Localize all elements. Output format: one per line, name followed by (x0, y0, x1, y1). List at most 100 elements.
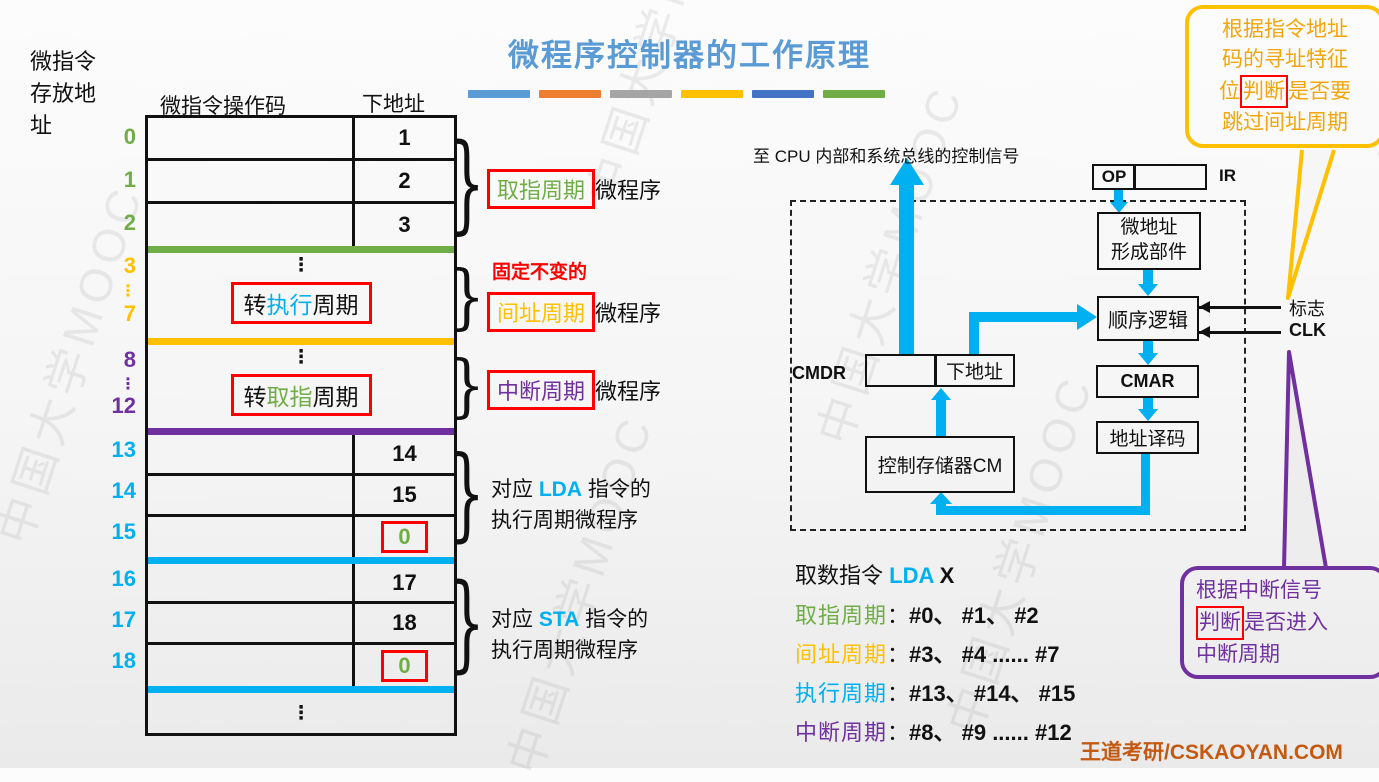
next-addr-cell: 1 (352, 118, 454, 158)
ir-label: IR (1219, 166, 1236, 185)
table-row: 2 (148, 161, 454, 204)
colon: ： (887, 603, 910, 628)
brace-fetch: } (449, 122, 485, 246)
cmar-box: CMAR (1096, 365, 1199, 398)
addr-14: 14 (111, 478, 136, 503)
flag-label: 标志 (1289, 299, 1325, 319)
table-row: 3 (148, 204, 454, 246)
brace-indirect: } (449, 256, 485, 338)
example-row-interrupt: 中断周期：#8、 #9 ...... #12 (795, 715, 1075, 747)
cycle-values: #8、 #9 ...... #12 (909, 720, 1072, 745)
op-field-box: OP (1092, 164, 1136, 190)
cmdr-op-cell (865, 354, 937, 387)
addr-dots: ⋮ (120, 376, 136, 393)
sta-label-line2: 执行周期微程序 (491, 639, 638, 662)
next-addr-cell: 0 (352, 645, 454, 686)
op-arrow-shaft (1114, 190, 1123, 203)
nextaddr-up-shaft (969, 312, 979, 354)
bubble-line: 是否进入 (1244, 610, 1328, 634)
microprogram-text: 微程序 (595, 379, 662, 404)
ellipsis: ⋮ (291, 702, 311, 724)
colon: ： (887, 720, 910, 745)
opcode-cell (148, 476, 352, 514)
lda-example-block: 取数指令 LDA X 取指周期：#0、 #1、 #2 间址周期：#3、 #4 .… (795, 558, 1075, 747)
opcode-cell (148, 118, 352, 158)
cpu-arrow-head (890, 158, 924, 185)
addr-17: 17 (111, 607, 136, 632)
sequence-logic-box: 顺序逻辑 (1097, 296, 1199, 341)
bubble-line: 中断周期 (1196, 642, 1280, 666)
microinstruction-memory-table: 1 2 3 ⋮ 转执行周期 ⋮ 转取指周期 14 15 0 17 18 0 (145, 115, 457, 736)
next-addr-value: 15 (392, 482, 417, 507)
more-rows-section: ⋮ (148, 693, 454, 733)
table-row: 18 (148, 604, 454, 645)
addr-18: 18 (111, 648, 136, 673)
accent-bar (610, 90, 672, 98)
opcode-cell (148, 564, 352, 601)
next-addr-value: 1 (398, 125, 411, 150)
judge-boxed-word: 判断 (1196, 605, 1244, 640)
jump-to-fetch-box: 转取指周期 (230, 374, 372, 416)
addr-8: 8 (123, 347, 136, 372)
table-row: 1 (148, 118, 454, 161)
next-addr-cell: 18 (352, 604, 454, 642)
next-addr-cell: 17 (352, 564, 454, 601)
lda-keyword: LDA (538, 478, 583, 501)
brace-interrupt: } (449, 346, 485, 426)
next-addr-cell: 0 (352, 517, 454, 557)
colon: ： (887, 681, 910, 706)
jump-text-fetch: 取指 (266, 384, 313, 410)
separator-lda (148, 557, 454, 564)
decode-down-shaft (1141, 454, 1150, 515)
label-indirect-microprogram: 间址周期微程序 (487, 292, 661, 332)
table-row: 14 (148, 435, 454, 476)
indirect-cycle-boxed: 间址周期 (487, 292, 596, 332)
label-sta-exec: 对应 STA 指令的 执行周期微程序 (491, 604, 648, 666)
cm-to-cmdr-head (931, 388, 951, 400)
example-title: 取数指令 LDA X (795, 558, 1075, 590)
page-title: 微程序控制器的工作原理 (508, 38, 871, 73)
brand-footer: 王道考研/CSKAOYAN.COM (1080, 741, 1343, 764)
table-row: 0 (148, 645, 454, 686)
feedback-arrow-head (930, 492, 952, 504)
clk-line (1199, 331, 1281, 334)
controller-boundary (790, 200, 1246, 531)
example-title-post: X (933, 563, 955, 588)
example-row-indirect: 间址周期：#3、 #4 ...... #7 (795, 637, 1075, 669)
opcode-cell (148, 435, 352, 473)
separator-interrupt (148, 428, 454, 435)
separator-fetch (148, 246, 454, 253)
nextaddr-arrow-head (1077, 304, 1097, 330)
watermark-text: 中国大学MOOC (497, 407, 664, 781)
interrupt-judge-bubble: 根据中断信号 判断是否进入 中断周期 (1180, 566, 1379, 680)
opcode-cell (148, 161, 352, 201)
microprogram-text: 微程序 (595, 301, 662, 326)
fixed-note: 固定不变的 (492, 262, 588, 283)
cmdr-label: CMDR (792, 363, 846, 383)
seq-to-cmar-shaft (1143, 341, 1153, 354)
opcode-cell (148, 604, 352, 642)
separator-sta (148, 686, 454, 693)
cycle-name: 执行周期 (795, 681, 888, 706)
feedback-up-stub (936, 503, 946, 511)
ellipsis: ⋮ (291, 255, 311, 276)
addr-7: 7 (123, 301, 136, 326)
example-lda-keyword: LDA (889, 563, 934, 588)
op-arrow-head (1110, 202, 1128, 213)
jump-text: 转 (243, 384, 267, 410)
cmar-to-decode-head (1138, 409, 1158, 421)
bubble-line: 是否要 (1288, 79, 1351, 103)
addr-13: 13 (111, 437, 136, 462)
zero-next-addr-box: 0 (381, 649, 428, 682)
opcode-cell (148, 204, 352, 246)
jump-text: 周期 (312, 292, 359, 318)
next-addr-cell: 14 (352, 435, 454, 473)
cpu-signal-label: 至 CPU 内部和系统总线的控制信号 (753, 147, 1020, 166)
address-decode-box: 地址译码 (1096, 421, 1199, 454)
accent-bar (539, 90, 601, 98)
next-addr-cell: 15 (352, 476, 454, 514)
sta-label-post: 指令的 (579, 608, 649, 631)
cmar-to-decode-shaft (1143, 398, 1153, 410)
jump-text-exec: 执行 (266, 292, 313, 318)
jump-text: 周期 (312, 384, 359, 410)
